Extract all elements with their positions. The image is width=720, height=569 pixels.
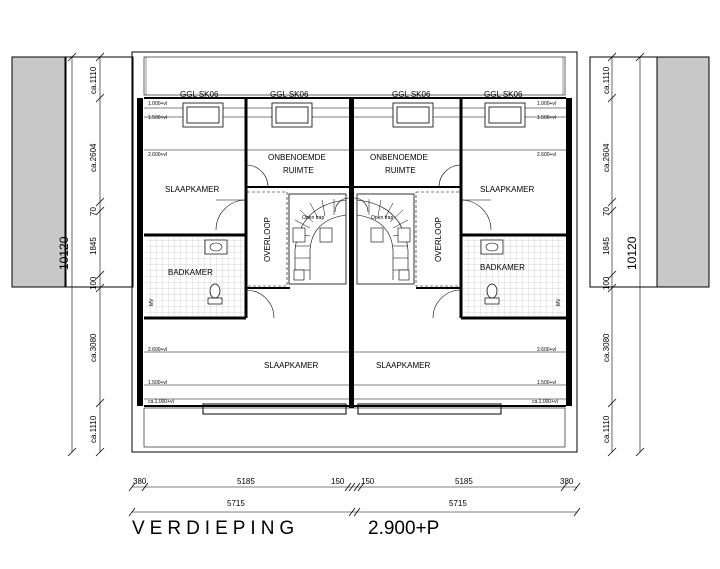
sink-right	[480, 239, 504, 255]
stair-label: Open trap	[371, 215, 393, 221]
dim-2604: ca.2604	[89, 143, 98, 172]
dim-100: 100	[89, 276, 98, 290]
horizontal-dimensions	[128, 482, 581, 517]
roof-panel-right	[589, 56, 710, 288]
drawing-title: VERDIEPING	[132, 518, 299, 539]
skylight-label: GGL SK06	[484, 90, 523, 99]
skylight-windows	[182, 102, 526, 128]
dim-1110: ca.1110	[89, 66, 98, 94]
room-slaapkamer: SLAAPKAMER	[480, 185, 534, 194]
skylight-label: GGL SK06	[392, 90, 431, 99]
dim-5185: 5185	[237, 477, 255, 486]
toilet-left	[207, 283, 223, 305]
room-slaapkamer: SLAAPKAMER	[376, 361, 430, 370]
svg-text:1.000+vl: 1.000+vl	[148, 101, 167, 107]
overloop-outline-left	[246, 191, 288, 287]
dim-1110: ca.1110	[602, 415, 611, 443]
room-onbenoemde: ONBENOEMDE	[370, 153, 428, 162]
dim-3080: ca.3080	[602, 333, 611, 362]
dim-5715: 5715	[449, 499, 467, 508]
room-overloop: OVERLOOP	[434, 217, 443, 262]
mv-label: MV	[556, 298, 562, 306]
dim-5715: 5715	[227, 499, 245, 508]
vertical-dimensions-right	[607, 52, 645, 457]
svg-text:2.600+vl: 2.600+vl	[537, 152, 556, 158]
svg-text:ca.1.000+vl: ca.1.000+vl	[532, 399, 558, 405]
dim-3080: ca.3080	[89, 333, 98, 362]
dim-150: 150	[361, 477, 375, 486]
svg-text:1.000+vl: 1.000+vl	[537, 101, 556, 107]
room-slaapkamer: SLAAPKAMER	[264, 361, 318, 370]
svg-text:1.500+vl: 1.500+vl	[148, 115, 167, 121]
badkamer-tiles-left	[146, 237, 244, 316]
dim-70: 70	[602, 207, 611, 216]
stair-right	[356, 193, 415, 285]
stair-label: Open trap	[302, 215, 324, 221]
sink-left	[204, 239, 228, 255]
dim-1110: ca.1110	[602, 66, 611, 94]
svg-text:1.500+vl: 1.500+vl	[537, 115, 556, 121]
dim-70: 70	[89, 207, 98, 216]
vertical-dimensions-left	[67, 52, 105, 457]
dim-total: 10120	[625, 236, 639, 270]
badkamer-tiles-right	[463, 237, 564, 316]
stair-left	[288, 193, 347, 285]
svg-text:ca.1.000+vl: ca.1.000+vl	[148, 399, 174, 405]
overloop-outline-right	[415, 191, 461, 287]
dim-1845: 1845	[602, 237, 611, 255]
drawing-level: 2.900+P	[368, 518, 439, 539]
svg-text:2.600+vl: 2.600+vl	[537, 347, 556, 353]
svg-text:1.500+vl: 1.500+vl	[148, 380, 167, 386]
svg-text:1.500+vl: 1.500+vl	[537, 380, 556, 386]
room-ruimte: RUIMTE	[283, 166, 314, 175]
room-slaapkamer: SLAAPKAMER	[165, 185, 219, 194]
svg-text:2.600+vl: 2.600+vl	[148, 152, 167, 158]
roof-panel-left	[11, 56, 134, 288]
svg-text:2.600+vl: 2.600+vl	[148, 347, 167, 353]
room-badkamer: BADKAMER	[168, 268, 213, 277]
room-ruimte: RUIMTE	[385, 166, 416, 175]
door-swings	[215, 164, 492, 319]
dim-380: 380	[133, 477, 147, 486]
dim-100: 100	[602, 276, 611, 290]
dim-380: 380	[560, 477, 574, 486]
toilet-right	[484, 283, 500, 305]
dim-1845: 1845	[89, 237, 98, 255]
mv-label: MV	[149, 298, 155, 306]
dim-5185: 5185	[455, 477, 473, 486]
height-markers: 1.000+vl 1.500+vl 2.600+vl 2.600+vl 1.50…	[148, 101, 558, 405]
dim-150: 150	[331, 477, 345, 486]
room-onbenoemde: ONBENOEMDE	[268, 153, 326, 162]
building-outline	[131, 51, 578, 453]
room-badkamer: BADKAMER	[480, 263, 525, 272]
dim-total: 10120	[57, 236, 71, 270]
skylight-label: GGL SK06	[270, 90, 309, 99]
dim-2604: ca.2604	[602, 143, 611, 172]
skylight-label: GGL SK06	[180, 90, 219, 99]
room-overloop: OVERLOOP	[263, 217, 272, 262]
dim-1110: ca.1110	[89, 415, 98, 443]
